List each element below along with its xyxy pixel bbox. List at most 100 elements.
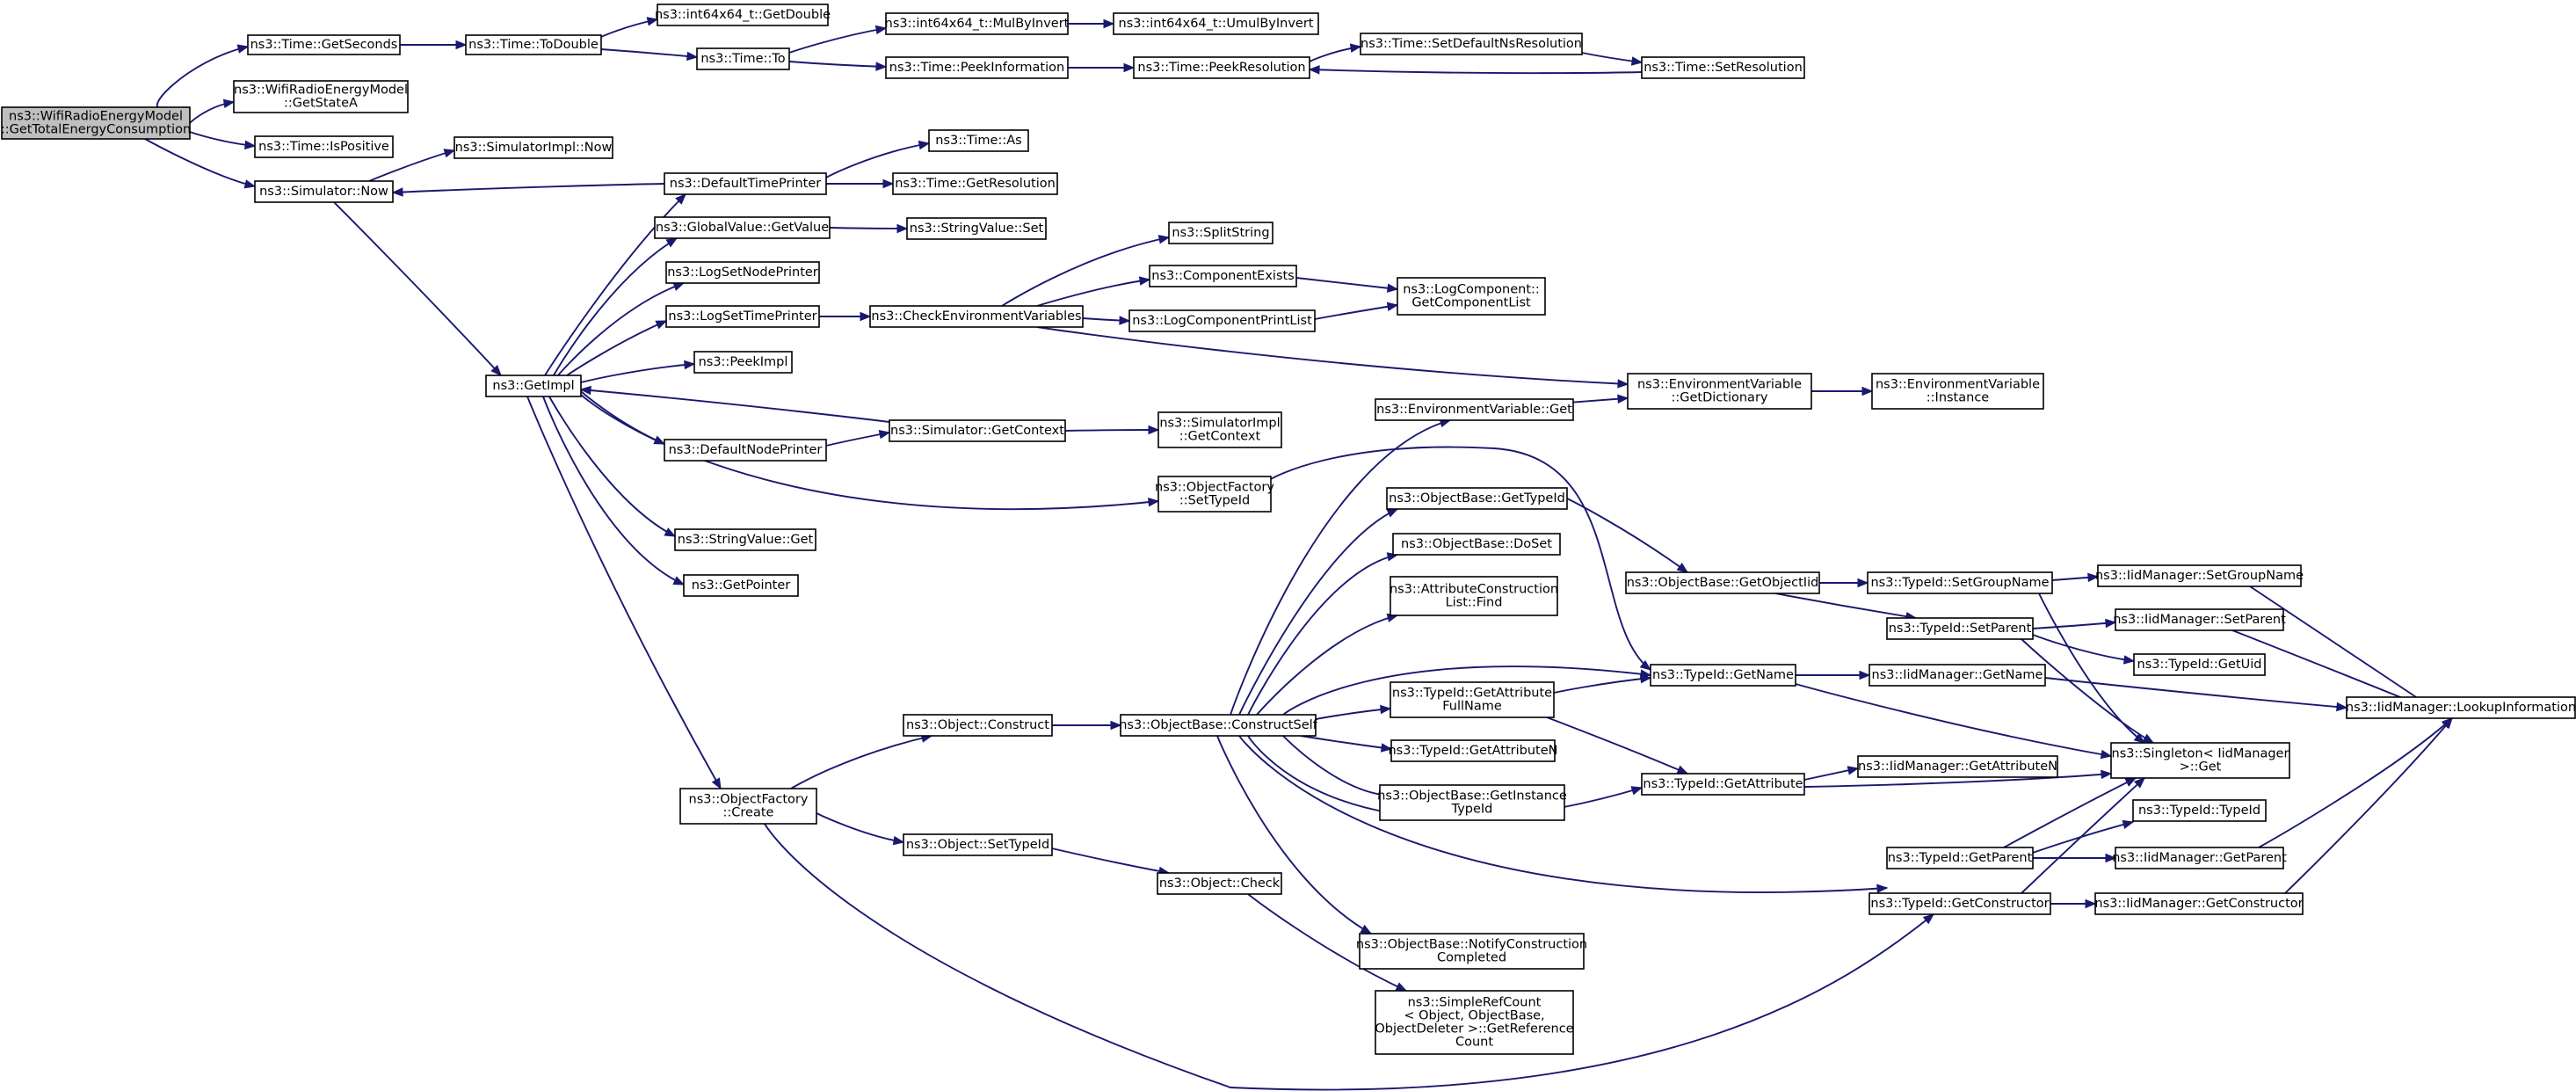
node-n12[interactable]: ns3::Time::SetDefaultNsResolution bbox=[1360, 33, 1583, 55]
node-box[interactable] bbox=[485, 375, 582, 397]
node-box[interactable] bbox=[1359, 933, 1585, 970]
node-n2[interactable]: ns3::WifiRadioEnergyModel::GetStateA bbox=[233, 80, 409, 113]
node-box[interactable] bbox=[906, 217, 1047, 240]
node-n27[interactable]: ns3::LogComponent::GetComponentList bbox=[1397, 277, 1546, 316]
node-box[interactable] bbox=[889, 419, 1066, 442]
node-n3[interactable]: ns3::Time::IsPositive bbox=[254, 135, 394, 158]
node-n48[interactable]: ns3::IidManager::GetName bbox=[1869, 664, 2046, 687]
node-box[interactable] bbox=[885, 56, 1069, 79]
node-box[interactable] bbox=[1113, 12, 1319, 35]
node-box[interactable] bbox=[903, 714, 1053, 737]
node-box[interactable] bbox=[928, 129, 1029, 152]
node-n50[interactable]: ns3::Object::Construct bbox=[903, 714, 1053, 737]
node-n10[interactable]: ns3::Time::PeekInformation bbox=[885, 56, 1069, 79]
node-box[interactable] bbox=[1157, 872, 1282, 895]
node-box[interactable] bbox=[1360, 33, 1583, 55]
node-box[interactable] bbox=[665, 305, 820, 328]
node-box[interactable] bbox=[2346, 696, 2576, 719]
node-box[interactable] bbox=[664, 439, 827, 462]
node-box[interactable] bbox=[1379, 784, 1565, 821]
node-box[interactable] bbox=[1168, 222, 1273, 244]
node-box[interactable] bbox=[1871, 373, 2044, 410]
node-n28[interactable]: ns3::PeekImpl bbox=[693, 351, 793, 374]
node-box[interactable] bbox=[1375, 990, 1574, 1055]
node-n1[interactable]: ns3::Time::GetSeconds bbox=[247, 34, 401, 55]
node-box[interactable] bbox=[1149, 265, 1297, 287]
node-box[interactable] bbox=[1128, 309, 1316, 332]
node-box[interactable] bbox=[1650, 664, 1796, 687]
node-n32[interactable]: ns3::Simulator::GetContext bbox=[889, 419, 1066, 442]
node-n5[interactable]: ns3::Time::ToDouble bbox=[465, 34, 602, 55]
node-n24[interactable]: ns3::SplitString bbox=[1168, 222, 1273, 244]
node-box[interactable] bbox=[233, 80, 409, 113]
node-box[interactable] bbox=[2133, 653, 2266, 676]
node-n65[interactable]: ns3::IidManager::GetConstructor bbox=[2094, 892, 2304, 915]
node-n38[interactable]: ns3::ObjectBase::GetTypeId bbox=[1386, 487, 1568, 510]
node-box[interactable] bbox=[1867, 571, 2053, 594]
node-n18[interactable]: ns3::Time::GetResolution bbox=[892, 172, 1058, 195]
node-box[interactable] bbox=[454, 136, 613, 159]
node-n45[interactable]: ns3::IidManager::SetParent bbox=[2113, 608, 2286, 631]
node-n30[interactable]: ns3::EnvironmentVariable::Instance bbox=[1871, 373, 2044, 410]
node-box[interactable] bbox=[665, 261, 820, 284]
node-n6[interactable]: ns3::int64x64_t::GetDouble bbox=[655, 4, 831, 26]
node-n25[interactable]: ns3::ComponentExists bbox=[1149, 265, 1297, 287]
node-n19[interactable]: ns3::GlobalValue::GetValue bbox=[654, 216, 831, 239]
node-n9[interactable]: ns3::int64x64_t::UmulByInvert bbox=[1113, 12, 1319, 35]
node-box[interactable] bbox=[1133, 56, 1310, 79]
node-n54[interactable]: ns3::Singleton< IidManager >::Get bbox=[2110, 742, 2290, 779]
node-n62[interactable]: ns3::IidManager::GetParent bbox=[2112, 847, 2287, 869]
node-box[interactable] bbox=[693, 351, 793, 374]
node-box[interactable] bbox=[1857, 755, 2058, 778]
node-n46[interactable]: ns3::TypeId::GetUid bbox=[2133, 653, 2266, 676]
node-n57[interactable]: ns3::IidManager::GetAttributeN bbox=[1857, 755, 2058, 778]
node-box[interactable] bbox=[892, 172, 1058, 195]
node-box[interactable] bbox=[664, 172, 827, 195]
node-n0[interactable]: ns3::WifiRadioEnergyModel::GetTotalEnerg… bbox=[1, 106, 191, 140]
node-box[interactable] bbox=[2097, 564, 2302, 587]
node-n61[interactable]: ns3::TypeId::GetParent bbox=[1886, 847, 2034, 869]
node-n49[interactable]: ns3::IidManager::LookupInformation bbox=[2346, 696, 2576, 719]
node-n39[interactable]: ns3::ObjectBase::DoSet bbox=[1392, 533, 1561, 556]
node-box[interactable] bbox=[885, 12, 1069, 35]
node-n66[interactable]: ns3::ObjectBase::NotifyConstructionCompl… bbox=[1356, 933, 1587, 970]
node-n16[interactable]: ns3::DefaultTimePrinter bbox=[664, 172, 827, 195]
node-box[interactable] bbox=[674, 528, 816, 551]
node-n7[interactable]: ns3::Time::To bbox=[696, 47, 790, 70]
node-box[interactable] bbox=[2115, 847, 2284, 869]
node-n56[interactable]: ns3::TypeId::GetAttribute bbox=[1641, 773, 1805, 796]
node-n26[interactable]: ns3::LogComponentPrintList bbox=[1128, 309, 1316, 332]
node-box[interactable] bbox=[1625, 571, 1820, 594]
node-box[interactable] bbox=[465, 34, 602, 55]
node-n4[interactable]: ns3::Simulator::Now bbox=[254, 180, 394, 203]
node-n23[interactable]: ns3::CheckEnvironmentVariables bbox=[869, 305, 1084, 328]
node-box[interactable] bbox=[2094, 892, 2304, 915]
node-n29[interactable]: ns3::EnvironmentVariable::GetDictionary bbox=[1627, 373, 1812, 410]
node-box[interactable] bbox=[1375, 398, 1574, 421]
node-box[interactable] bbox=[1390, 739, 1556, 762]
node-n59[interactable]: ns3::TypeId::TypeId bbox=[2132, 799, 2267, 822]
node-n35[interactable]: ns3::ObjectFactory::SetTypeId bbox=[1155, 476, 1274, 513]
node-n47[interactable]: ns3::TypeId::GetName bbox=[1650, 664, 1796, 687]
node-n42[interactable]: ns3::TypeId::SetGroupName bbox=[1867, 571, 2053, 594]
node-box[interactable] bbox=[1869, 892, 2051, 915]
node-box[interactable] bbox=[1641, 773, 1805, 796]
node-box[interactable] bbox=[1886, 617, 2034, 640]
node-box[interactable] bbox=[1869, 664, 2046, 687]
node-n8[interactable]: ns3::int64x64_t::MulByInvert bbox=[885, 12, 1070, 35]
node-n13[interactable]: ns3::Time::SetResolution bbox=[1641, 56, 1805, 79]
node-box[interactable] bbox=[2115, 608, 2284, 631]
node-box[interactable] bbox=[1157, 411, 1282, 448]
node-n58[interactable]: ns3::ObjectFactory::Create bbox=[679, 788, 817, 825]
node-n17[interactable]: ns3::Time::As bbox=[928, 129, 1029, 152]
node-n14[interactable]: ns3::SimulatorImpl::Now bbox=[454, 136, 613, 159]
node-n41[interactable]: ns3::ObjectBase::GetObjectIid bbox=[1625, 571, 1820, 594]
node-box[interactable] bbox=[254, 135, 394, 158]
node-n43[interactable]: ns3::IidManager::SetGroupName bbox=[2095, 564, 2304, 587]
node-n60[interactable]: ns3::Object::SetTypeId bbox=[903, 833, 1053, 856]
node-n53[interactable]: ns3::TypeId::GetAttributeN bbox=[1388, 739, 1558, 762]
node-n33[interactable]: ns3::SimulatorImpl::GetContext bbox=[1157, 411, 1282, 448]
node-n15[interactable]: ns3::GetImpl bbox=[485, 375, 582, 397]
